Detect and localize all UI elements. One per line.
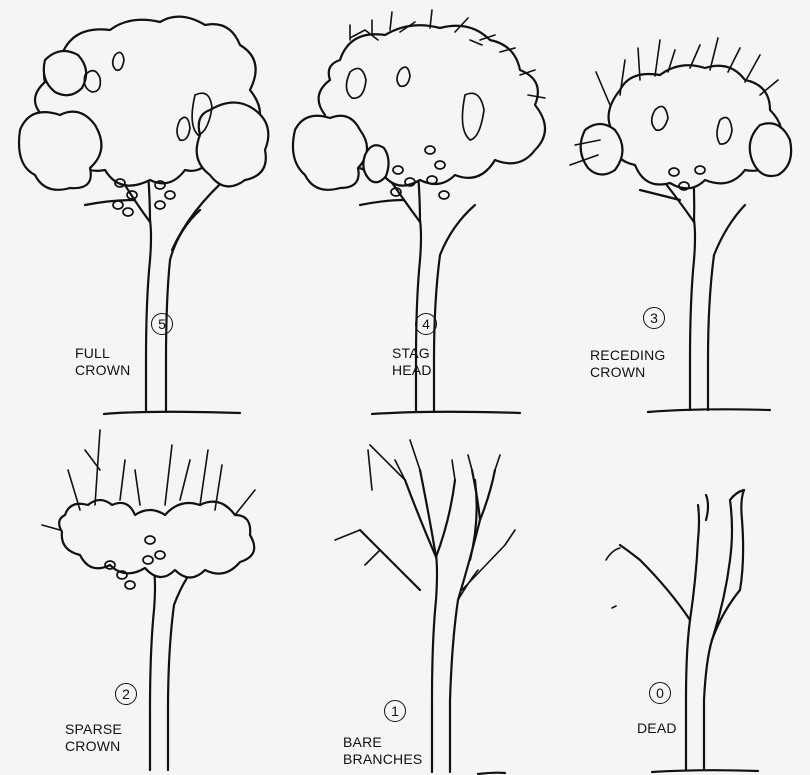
label-line-2: CROWN <box>65 738 122 755</box>
stage-number-4: 4 <box>415 313 437 335</box>
label-line-1: STAG <box>392 345 432 362</box>
label-dead: DEAD <box>637 720 677 737</box>
label-line-1: SPARSE <box>65 721 122 738</box>
label-line-1: RECEDING <box>590 347 666 364</box>
label-line-1: FULL <box>75 345 130 362</box>
label-line-2: BRANCHES <box>343 751 422 768</box>
label-sparse-crown: SPARSE CROWN <box>65 721 122 755</box>
tree-bare-branches <box>335 440 515 774</box>
label-line-1: BARE <box>343 734 422 751</box>
stage-number-5: 5 <box>151 313 173 335</box>
label-receding-crown: RECEDING CROWN <box>590 347 666 381</box>
stage-number-3: 3 <box>643 307 665 329</box>
tree-full-crown <box>19 17 268 414</box>
stage-number-1: 1 <box>384 700 406 722</box>
label-line-2: CROWN <box>590 364 666 381</box>
label-full-crown: FULL CROWN <box>75 345 130 379</box>
label-line-2: HEAD <box>392 362 432 379</box>
label-line-2: CROWN <box>75 362 130 379</box>
label-line-1: DEAD <box>637 720 677 737</box>
tree-dead <box>606 490 758 772</box>
label-stag-head: STAG HEAD <box>392 345 432 379</box>
label-bare-branches: BARE BRANCHES <box>343 734 422 768</box>
tree-sparse-crown <box>42 430 255 770</box>
stage-number-2: 2 <box>115 683 137 705</box>
stage-number-0: 0 <box>649 682 671 704</box>
